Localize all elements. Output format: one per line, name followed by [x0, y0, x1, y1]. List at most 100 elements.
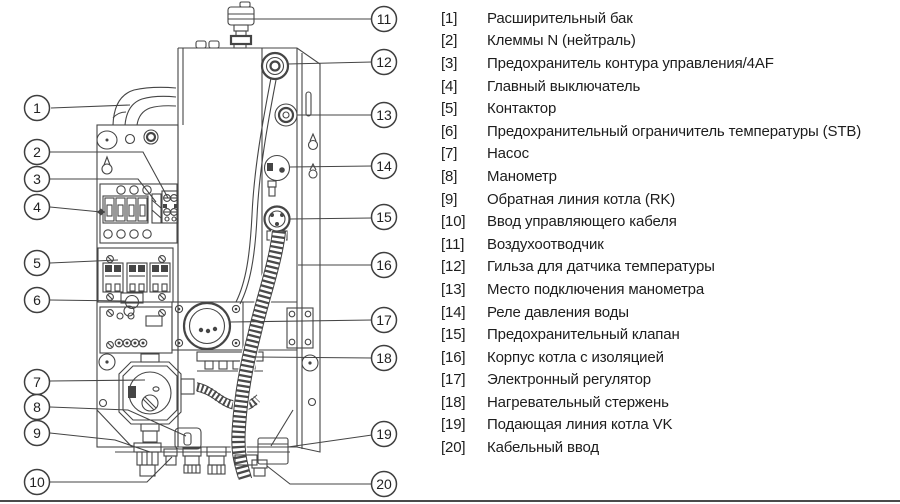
legend-item-number: [1] — [441, 9, 458, 27]
svg-text:5: 5 — [33, 255, 41, 271]
legend-item-number: [16] — [441, 348, 466, 366]
expansion-tank — [112, 86, 177, 126]
capillary-tubes — [235, 77, 277, 305]
callout-7: 7 — [23, 368, 51, 396]
legend-item: [20] Кабельный ввод — [441, 436, 896, 459]
legend-item: [6] Предохранительный ограничитель темпер… — [441, 120, 896, 143]
callout-4: 4 — [23, 193, 51, 221]
legend-item-number: [7] — [441, 145, 458, 163]
svg-text:3: 3 — [33, 171, 41, 187]
legend-item-label: Расширительный бак — [487, 9, 633, 27]
terminal-plate — [99, 306, 173, 354]
legend-item-number: [11] — [441, 235, 465, 253]
sensor-sleeve — [260, 51, 290, 81]
svg-text:14: 14 — [376, 158, 392, 174]
callout-leader-lines — [49, 18, 373, 485]
svg-text:11: 11 — [377, 11, 392, 27]
legend-item-number: [17] — [441, 371, 466, 389]
legend-item-label: Подающая линия котла VK — [487, 416, 673, 434]
legend-item-number: [6] — [441, 122, 458, 140]
legend-item-label: Воздухоотводчик — [487, 235, 604, 253]
legend-item-number: [4] — [441, 77, 458, 95]
contactor — [149, 262, 171, 293]
svg-text:7: 7 — [33, 374, 41, 390]
legend-item-label: Главный выключатель — [487, 77, 641, 95]
legend-item-label: Контактор — [487, 100, 557, 118]
legend-item: [9] Обратная линия котла (RK) — [441, 188, 896, 211]
screw — [106, 293, 114, 301]
legend-item-number: [8] — [441, 167, 458, 185]
manometer-connection — [274, 103, 298, 127]
pump-label — [128, 386, 136, 398]
legend-item: [7] Насос — [441, 143, 896, 166]
callout-1: 1 — [23, 94, 51, 122]
hanging-slot — [101, 155, 113, 175]
legend-item-number: [20] — [441, 439, 466, 457]
svg-text:2: 2 — [33, 144, 41, 160]
screw — [158, 309, 166, 317]
control-circuit-fuse — [151, 193, 162, 224]
legend-item: [2]Клеммы N (нейтраль) — [441, 30, 896, 53]
screw — [174, 304, 184, 314]
legend-item-label: Обратная линия котла (RK) — [487, 190, 676, 208]
screw — [158, 255, 166, 263]
callout-6: 6 — [23, 286, 51, 314]
contactor — [102, 262, 124, 293]
callout-11: 11 — [370, 5, 398, 33]
legend-item-label: Кабельный ввод — [487, 439, 599, 457]
main-switch — [97, 195, 149, 224]
electrical-panel — [96, 124, 179, 448]
cable-gland — [206, 446, 227, 475]
screw — [106, 341, 114, 349]
legend-item: [11] Воздухоотводчик — [441, 233, 896, 256]
svg-text:15: 15 — [376, 209, 392, 225]
callout-3: 3 — [23, 165, 51, 193]
boiler-diagram: 1 2 3 4 5 6 7 8 9 10 11 12 13 14 15 16 1… — [0, 0, 430, 504]
legend-item: [16] Корпус котла с изоляцией — [441, 346, 896, 369]
svg-text:13: 13 — [376, 107, 392, 123]
legend-item: [19]Подающая линия котла VK — [441, 414, 896, 437]
legend-item: [18] Нагревательный стержень — [441, 391, 896, 414]
svg-text:10: 10 — [29, 474, 45, 490]
screw — [106, 255, 114, 263]
callouts: 1 2 3 4 5 6 7 8 9 10 11 12 13 14 15 16 1… — [23, 5, 398, 498]
pump-vent-screw — [141, 394, 159, 412]
legend-item: [17]Электронный регулятор — [441, 369, 896, 392]
pump — [118, 353, 195, 443]
screw — [106, 309, 114, 317]
legend-item: [5]Контактор — [441, 97, 896, 120]
callout-12: 12 — [370, 48, 398, 76]
legend-item-label: Ввод управляющего кабеля — [487, 213, 677, 231]
legend-item-number: [2] — [441, 32, 458, 50]
callout-8: 8 — [23, 393, 51, 421]
legend-item-label: Реле давления воды — [487, 303, 629, 321]
main-switch-plate — [97, 183, 179, 244]
manometer — [174, 427, 202, 450]
legend-item-number: [9] — [441, 190, 458, 208]
legend-item-label: Предохранительный ограничитель температу… — [487, 122, 862, 140]
svg-text:20: 20 — [376, 476, 392, 492]
svg-text:8: 8 — [33, 399, 41, 415]
legend-item-number: [3] — [441, 54, 458, 72]
legend: [1] Расширительный бак [2]Клеммы N (нейтр… — [441, 7, 896, 459]
electronic-regulator — [171, 301, 244, 351]
callout-2: 2 — [23, 138, 51, 166]
legend-item-label: Нагревательный стержень — [487, 393, 669, 411]
callout-19: 19 — [370, 420, 398, 448]
legend-item-label: Место подключения манометра — [487, 280, 705, 298]
svg-text:12: 12 — [376, 54, 392, 70]
legend-item: [4] Главный выключатель — [441, 75, 896, 98]
hose-cable-gland — [234, 454, 268, 477]
legend-item-label: Предохранительный клапан — [487, 326, 680, 344]
legend-item-label: Насос — [487, 145, 529, 163]
legend-item-number: [10] — [441, 213, 466, 231]
legend-item: [13]Место подключения манометра — [441, 278, 896, 301]
callout-20: 20 — [370, 470, 398, 498]
legend-item-label: Предохранитель контура управления/4AF — [487, 54, 774, 72]
legend-item-number: [18] — [441, 393, 466, 411]
legend-item-number: [12] — [441, 258, 466, 276]
svg-text:19: 19 — [376, 426, 392, 442]
svg-text:1: 1 — [33, 100, 41, 116]
legend-item-label: Корпус котла с изоляцией — [487, 348, 664, 366]
legend-item: [12]Гильза для датчика температуры — [441, 256, 896, 279]
